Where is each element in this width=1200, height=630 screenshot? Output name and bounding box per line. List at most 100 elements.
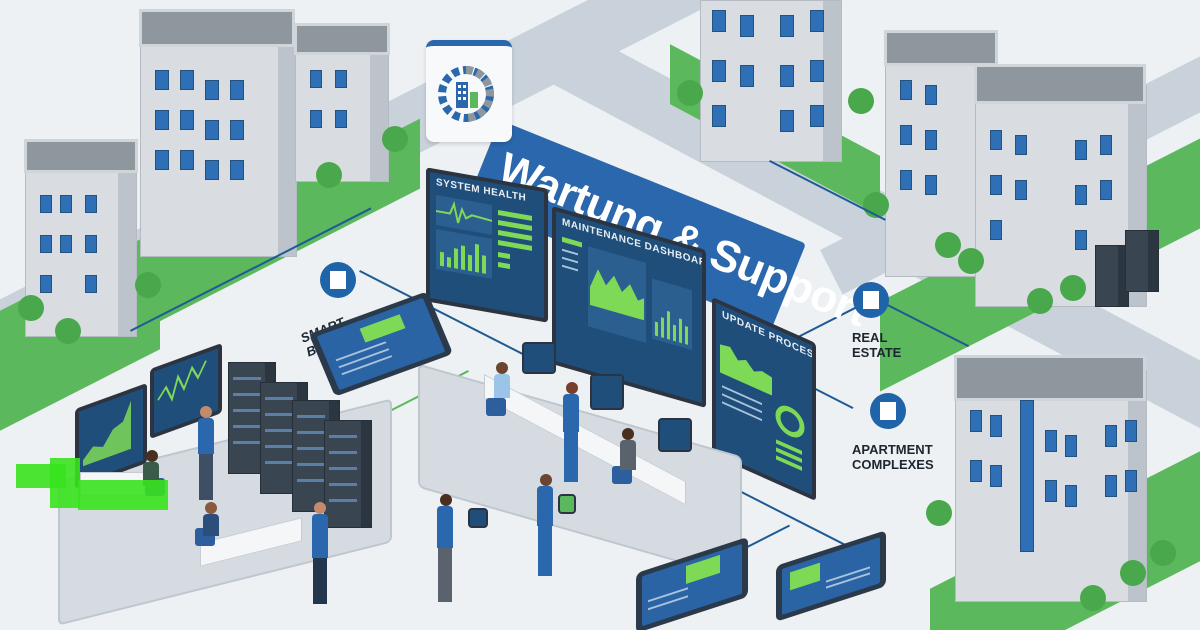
status-bar: [498, 229, 532, 241]
window: [40, 195, 52, 213]
bar: [685, 326, 688, 345]
maintenance-dashboard-screen: MAINTENANCE DASHBOARD: [552, 205, 706, 409]
window: [990, 415, 1002, 437]
laptop-screen: [658, 418, 692, 452]
status-bar: [498, 209, 532, 221]
window: [780, 15, 794, 37]
window: [1105, 475, 1117, 497]
window: [1045, 480, 1057, 502]
person: [440, 494, 452, 506]
bar: [461, 245, 465, 271]
apartment-complexes-badge: [870, 393, 906, 429]
outdoor-server-rack: [1095, 245, 1129, 307]
system-health-screen: SYSTEM HEALTH: [426, 167, 548, 323]
building-roof: [139, 9, 295, 47]
real-estate-label: Real Estate: [852, 330, 901, 360]
person: [564, 432, 578, 482]
office-chair: [612, 466, 632, 484]
line-chart: [157, 360, 207, 402]
window: [180, 150, 194, 170]
rack-slot: [233, 377, 261, 380]
person: [200, 406, 212, 418]
bar: [440, 251, 444, 267]
gear-building-icon: [438, 66, 494, 122]
window: [740, 15, 754, 37]
window: [1075, 230, 1087, 250]
area-chart-panel: [588, 246, 646, 343]
menu-item: [562, 248, 578, 256]
window: [780, 65, 794, 87]
person: [566, 382, 578, 394]
bar: [661, 317, 664, 339]
rack-slot: [329, 483, 357, 486]
heartbeat-line-icon: [436, 200, 493, 224]
window: [990, 465, 1002, 487]
status-bar: [498, 219, 532, 231]
status-bar: [498, 261, 510, 270]
real-estate-badge: [853, 282, 889, 318]
wall-monitor: [150, 342, 222, 440]
window: [40, 275, 52, 293]
window: [1100, 180, 1112, 200]
real-estate-line1: Real: [852, 330, 888, 345]
bar: [673, 324, 676, 342]
window: [810, 105, 824, 127]
update-process-screen: UPDATE PROCESS: [712, 296, 816, 502]
window: [990, 220, 1002, 240]
rack-slot: [297, 463, 325, 466]
bar: [655, 321, 658, 337]
window: [900, 170, 912, 190]
handheld-laptop: [468, 508, 488, 528]
rack-slot: [297, 431, 325, 434]
window: [1105, 425, 1117, 447]
window: [155, 110, 169, 130]
person: [537, 486, 553, 526]
building-roof: [294, 23, 390, 55]
building-icon: [330, 271, 346, 289]
rack-slot: [233, 441, 261, 444]
window: [780, 110, 794, 132]
building-roof: [974, 64, 1146, 104]
person: [146, 450, 158, 462]
chart-panel: [436, 195, 493, 235]
window: [1045, 430, 1057, 452]
person: [540, 474, 552, 486]
tree: [316, 162, 342, 188]
window: [1100, 135, 1112, 155]
menu-active: [562, 236, 582, 248]
rack-slot: [265, 413, 293, 416]
person: [437, 506, 453, 548]
person: [314, 502, 326, 514]
text-line: [341, 355, 393, 376]
tree: [1060, 275, 1086, 301]
tree: [18, 295, 44, 321]
tree: [1120, 560, 1146, 586]
wall-monitor: [75, 382, 147, 490]
smart-buildings-badge: [320, 262, 356, 298]
window: [205, 160, 219, 180]
rack-slot: [265, 397, 293, 400]
building-icon: [863, 291, 879, 309]
building-roof: [24, 139, 138, 173]
window: [1020, 400, 1034, 552]
tree: [382, 126, 408, 152]
window: [990, 130, 1002, 150]
building: [139, 9, 297, 257]
person: [205, 502, 217, 514]
rack-slot: [233, 425, 261, 428]
person: [312, 514, 328, 558]
window: [205, 80, 219, 100]
bar-chart-panel: [436, 229, 492, 279]
window: [335, 70, 347, 88]
window: [230, 120, 244, 140]
glitch-artifact: [50, 458, 80, 508]
area-chart: [590, 269, 644, 321]
real-estate-line2: Estate: [852, 345, 902, 360]
window: [230, 160, 244, 180]
bar-chart-panel: [652, 278, 692, 351]
person: [538, 526, 552, 576]
person: [620, 440, 636, 470]
tree: [1150, 540, 1176, 566]
bar: [454, 248, 458, 269]
outdoor-server-rack: [1125, 230, 1159, 292]
